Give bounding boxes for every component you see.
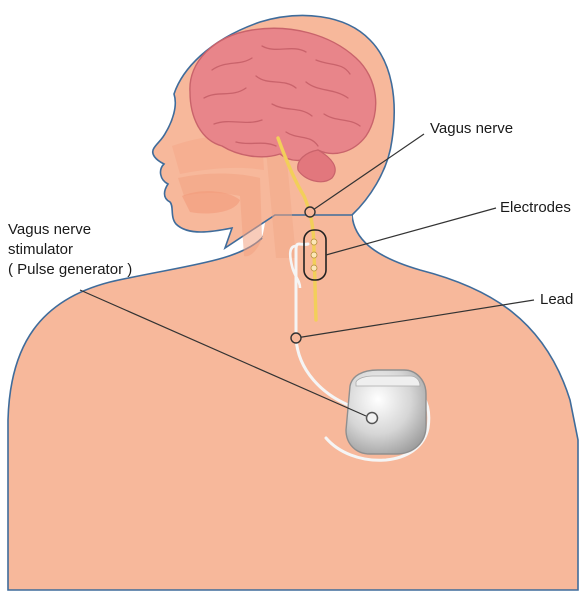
label-lead: Lead: [540, 291, 573, 308]
label-stimulator-line3: ( Pulse generator ): [8, 261, 132, 278]
pulse-generator-center: [367, 413, 378, 424]
electrode-coil: [311, 265, 317, 271]
label-electrodes: Electrodes: [500, 199, 571, 216]
marker-lead: [291, 333, 301, 343]
label-stimulator-line2: stimulator: [8, 241, 73, 258]
electrode-coil: [311, 239, 317, 245]
marker-vagus-nerve: [305, 207, 315, 217]
pulse-generator-header: [356, 376, 420, 386]
label-stimulator-line1: Vagus nerve: [8, 221, 91, 238]
electrode-coil: [311, 252, 317, 258]
label-vagus-nerve: Vagus nerve: [430, 120, 513, 137]
